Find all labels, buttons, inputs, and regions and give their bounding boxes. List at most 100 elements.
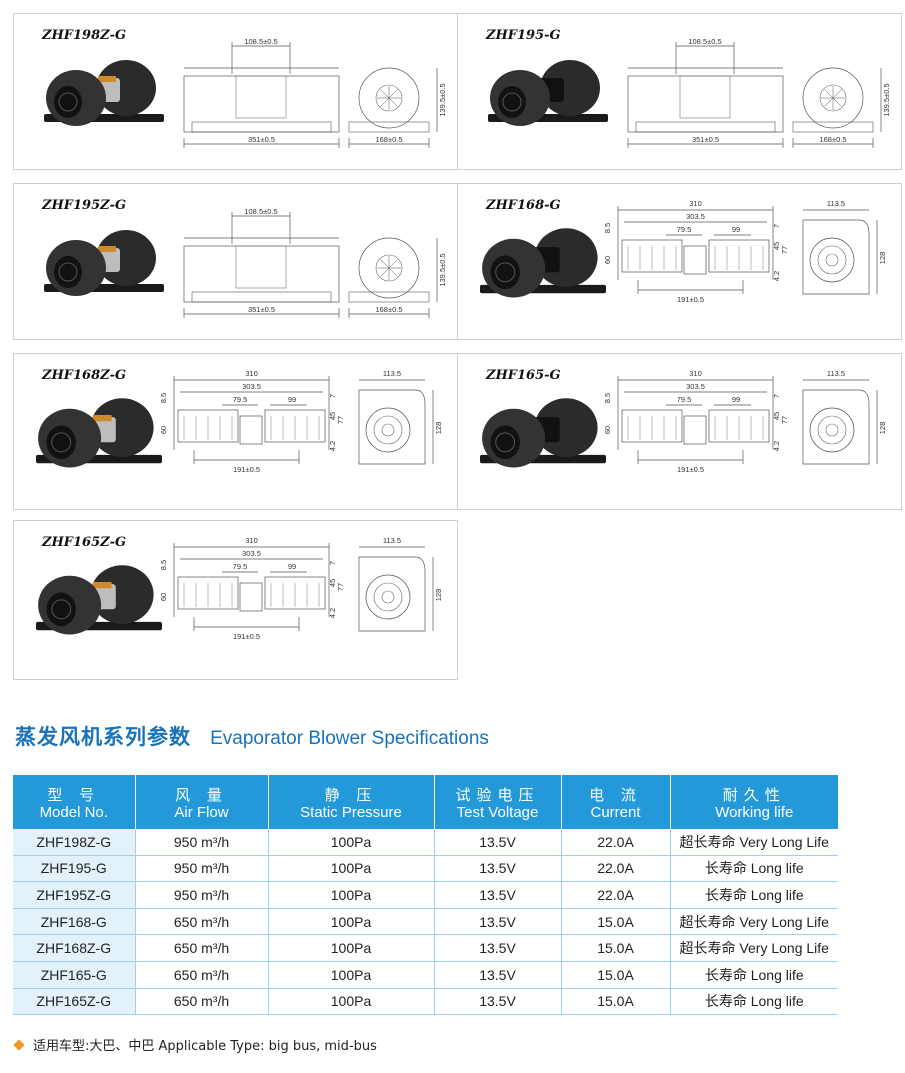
dimension-4-2: 4.2 xyxy=(328,608,337,618)
motor-wiring xyxy=(98,246,116,252)
dimension-303: 303.5 xyxy=(242,549,261,558)
motor-outline xyxy=(239,415,263,445)
dimension-top: 108.5±0.5 xyxy=(688,37,721,46)
side-view-fan xyxy=(375,254,403,282)
dimension-side-width: 168±0.5 xyxy=(375,135,402,144)
dimension-4-2: 4.2 xyxy=(772,441,781,451)
section-title-en: Evaporator Blower Specifications xyxy=(210,728,489,749)
cell-static-pressure: 100Pa xyxy=(268,988,435,1016)
side-view-inlet xyxy=(365,574,411,620)
fan-grille xyxy=(495,432,516,453)
dimension-191: 191±0.5 xyxy=(233,632,260,641)
cell-current: 22.0A xyxy=(561,829,671,856)
side-view-hub xyxy=(825,423,839,437)
dimension-79: 79.5 xyxy=(677,225,692,234)
cell-model: ZHF195Z-G xyxy=(13,881,136,909)
fan-blade xyxy=(380,97,390,107)
cell-test-voltage: 13.5V xyxy=(434,961,562,989)
dimension-77: 77 xyxy=(780,416,789,424)
front-view-outline xyxy=(183,245,340,303)
dimension-77: 77 xyxy=(336,416,345,424)
cell-model: ZHF165Z-G xyxy=(13,988,136,1016)
table-row: ZHF165-G 650 m³/h 100Pa 13.5V 15.0A 长寿命 … xyxy=(13,961,838,989)
table-row: ZHF168-G 650 m³/h 100Pa 13.5V 15.0A 超长寿命… xyxy=(13,908,838,936)
dimension-79: 79.5 xyxy=(233,395,248,404)
side-view-fan xyxy=(819,84,847,112)
dimension-303: 303.5 xyxy=(686,212,705,221)
model-label: ZHF165-G xyxy=(486,368,561,383)
fan-grille xyxy=(58,262,78,282)
dimension-113: 113.5 xyxy=(383,369,401,378)
table-row: ZHF168Z-G 650 m³/h 100Pa 13.5V 15.0A 超长寿… xyxy=(13,934,838,962)
cell-current: 22.0A xyxy=(561,855,671,883)
cell-static-pressure: 100Pa xyxy=(268,855,435,883)
table-row: ZHF198Z-G 950 m³/h 100Pa 13.5V 22.0A 超长寿… xyxy=(13,829,838,856)
dimension-7: 7 xyxy=(328,394,337,398)
motor-outline xyxy=(235,75,287,119)
cell-current: 15.0A xyxy=(561,988,671,1016)
cell-working-life: 超长寿命 Very Long Life xyxy=(670,829,838,856)
motor-outline xyxy=(235,245,287,289)
cell-air-flow: 950 m³/h xyxy=(135,855,269,883)
diamond-bullet-icon xyxy=(13,1039,25,1051)
dimension-7: 7 xyxy=(772,224,781,228)
fan-blade xyxy=(824,97,834,107)
dimension-79: 79.5 xyxy=(233,562,248,571)
fan-grille xyxy=(58,92,78,112)
model-label: ZHF198Z-G xyxy=(42,28,127,43)
dimension-79: 79.5 xyxy=(677,395,692,404)
dimension-side-height: 139.5±0.5 xyxy=(882,83,891,116)
dimension-191: 191±0.5 xyxy=(677,465,704,474)
blower-outlet xyxy=(54,256,82,288)
cell-current: 15.0A xyxy=(561,908,671,936)
motor-outline xyxy=(683,245,707,275)
fan-blade xyxy=(380,89,390,99)
cell-air-flow: 650 m³/h xyxy=(135,988,269,1016)
dimension-113: 113.5 xyxy=(827,199,845,208)
cell-model: ZHF198Z-G xyxy=(13,829,136,856)
side-view-fan xyxy=(817,415,847,445)
cell-test-voltage: 13.5V xyxy=(434,988,562,1016)
dimension-191: 191±0.5 xyxy=(233,465,260,474)
blower-outlet xyxy=(498,86,526,118)
cell-current: 15.0A xyxy=(561,934,671,962)
cell-air-flow: 950 m³/h xyxy=(135,829,269,856)
base-plate-outline xyxy=(191,121,332,133)
cell-air-flow: 950 m³/h xyxy=(135,881,269,909)
table-row: ZHF195Z-G 950 m³/h 100Pa 13.5V 22.0A 长寿命… xyxy=(13,881,838,909)
side-view-fan xyxy=(375,84,403,112)
fan-blade xyxy=(380,267,390,277)
cell-static-pressure: 100Pa xyxy=(268,881,435,909)
front-view-outline xyxy=(627,75,784,133)
cell-working-life: 长寿命 Long life xyxy=(670,855,838,883)
side-view-inlet xyxy=(809,237,855,283)
side-view-inlet xyxy=(365,407,411,453)
side-view-hub xyxy=(825,253,839,267)
dimension-303: 303.5 xyxy=(686,382,705,391)
fan-grille xyxy=(51,432,72,453)
motor-wiring xyxy=(92,415,112,422)
dimension-60: 60 xyxy=(159,426,168,434)
dimension-8-5: 8.5 xyxy=(603,223,612,233)
side-view-base xyxy=(348,291,430,303)
dimension-45: 45 xyxy=(328,412,337,420)
dimension-128: 128 xyxy=(878,422,887,435)
left-housing-outline xyxy=(177,576,239,610)
fan-blade xyxy=(824,89,834,99)
dimension-side-height: 139.5±0.5 xyxy=(438,83,447,116)
right-housing-outline xyxy=(264,409,326,443)
dimension-8-5: 8.5 xyxy=(159,393,168,403)
dimension-99: 99 xyxy=(732,395,740,404)
